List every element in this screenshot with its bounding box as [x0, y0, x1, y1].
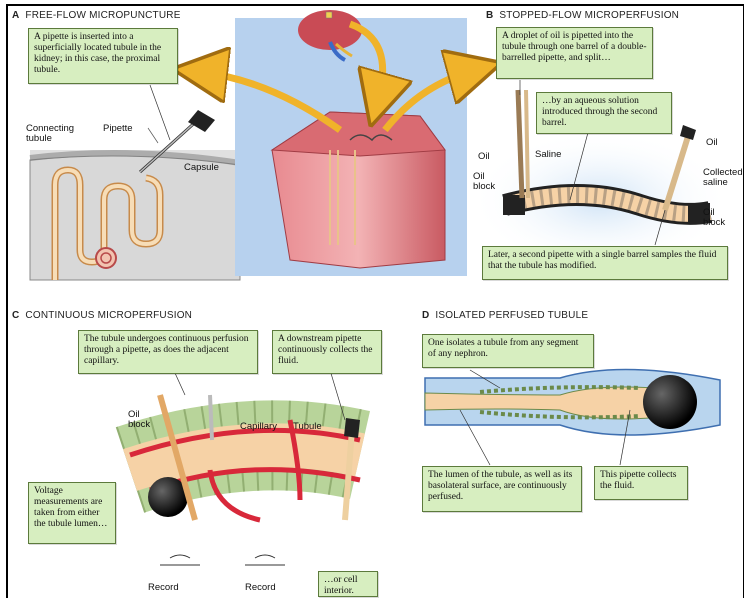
record-2-label: Record: [245, 583, 276, 593]
panel-c-letter: C: [12, 310, 19, 321]
panel-b-callout-3: Later, a second pipette with a single ba…: [482, 246, 728, 280]
saline-label: Saline: [535, 150, 561, 160]
panel-d-letter: D: [422, 310, 429, 321]
kidney-illustration: [235, 10, 467, 276]
panel-c-callout-3: Voltage measurements are taken from eith…: [28, 482, 116, 544]
panel-a-name: FREE-FLOW MICROPUNCTURE: [25, 10, 180, 21]
tubule-label: Tubule: [293, 422, 322, 432]
panel-b-letter: B: [486, 10, 493, 21]
panel-d-name: ISOLATED PERFUSED TUBULE: [435, 310, 588, 321]
panel-c-callout-2: A downstream pipette continuously collec…: [272, 330, 382, 374]
panel-c-name: CONTINUOUS MICROPERFUSION: [25, 310, 192, 321]
panel-c-callout-1: The tubule undergoes continuous perfusio…: [78, 330, 258, 374]
oil-right-label: Oil: [706, 138, 718, 148]
panel-d-drawing: [425, 369, 720, 435]
capsule-label: Capsule: [184, 163, 219, 173]
panel-a-callout: A pipette is inserted into a superficial…: [28, 28, 178, 84]
panel-a-title: A FREE-FLOW MICROPUNCTURE: [12, 10, 181, 21]
panel-d-callout-3: This pipette collects the fluid.: [594, 466, 688, 500]
collected-saline-label: Collected saline: [703, 168, 741, 188]
panel-c-title: C CONTINUOUS MICROPERFUSION: [12, 310, 192, 321]
connecting-tubule-label: Connecting tubule: [26, 124, 86, 144]
panel-d-callout-1: One isolates a tubule from any segment o…: [422, 334, 594, 368]
pipette-label: Pipette: [103, 124, 133, 134]
oil-block-left-label: Oil block: [473, 172, 503, 192]
panel-b-callout-2: …by an aqueous solution introduced throu…: [536, 92, 672, 134]
panel-b-callout-1: A droplet of oil is pipetted into the tu…: [496, 27, 653, 79]
panel-c-callout-4: …or cell interior.: [318, 571, 378, 597]
capillary-label: Capillary: [240, 422, 277, 432]
panel-a-letter: A: [12, 10, 19, 21]
oil-left-label: Oil: [478, 152, 490, 162]
panel-d-callout-2: The lumen of the tubule, as well as its …: [422, 466, 582, 512]
panel-b-name: STOPPED-FLOW MICROPERFUSION: [499, 10, 679, 21]
oil-block-right-label: Oil block: [703, 208, 735, 228]
oil-block-label: Oil block: [128, 410, 158, 430]
panel-b-title: B STOPPED-FLOW MICROPERFUSION: [486, 10, 679, 21]
panel-d-title: D ISOLATED PERFUSED TUBULE: [422, 310, 588, 321]
record-1-label: Record: [148, 583, 179, 593]
